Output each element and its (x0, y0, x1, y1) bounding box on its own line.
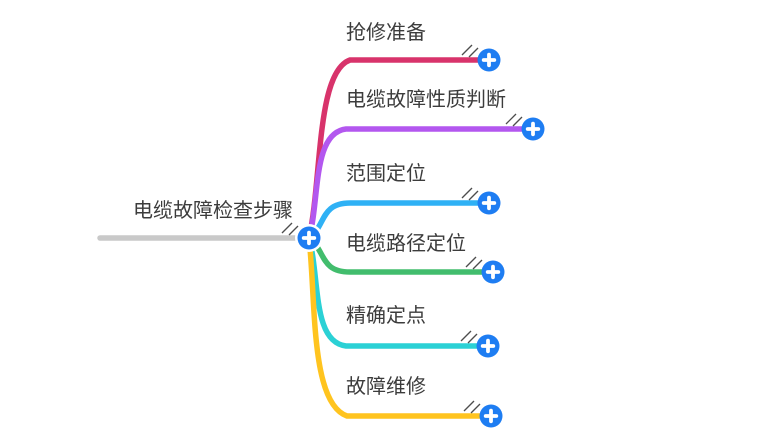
plus-icon (481, 52, 497, 68)
plus-icon (483, 408, 499, 424)
plus-icon (480, 338, 496, 354)
branch-topic-label-3[interactable]: 范围定位 (346, 163, 426, 185)
branch-3-add-button[interactable] (477, 191, 501, 215)
branch-6-add-button[interactable] (479, 404, 503, 428)
branch-4-slash-marks (465, 256, 483, 270)
root-slash-marks (281, 222, 299, 236)
branch-topic-label-1[interactable]: 抢修准备 (346, 22, 426, 44)
plus-icon (525, 121, 541, 137)
branch-2-add-button[interactable] (521, 117, 545, 141)
branch-5-add-button[interactable] (476, 334, 500, 358)
branch-topic-label-4[interactable]: 电缆路径定位 (346, 233, 466, 255)
plus-icon (481, 195, 497, 211)
root-topic-label[interactable]: 电缆故障检查步骤 (133, 200, 293, 222)
branch-1-slash-marks (461, 44, 479, 58)
branch-1-add-button[interactable] (477, 48, 501, 72)
branch-connector-6 (306, 235, 490, 419)
branch-topic-label-6[interactable]: 故障维修 (346, 376, 426, 398)
branch-3-slash-marks (461, 187, 479, 201)
plus-icon (301, 230, 317, 246)
root-add-button[interactable] (295, 224, 323, 252)
branch-connector-2 (306, 126, 532, 241)
branch-connector-1 (306, 57, 488, 241)
branch-2-slash-marks (505, 113, 523, 127)
branch-6-slash-marks (463, 400, 481, 414)
branch-topic-label-5[interactable]: 精确定点 (346, 305, 426, 327)
branch-5-slash-marks (460, 330, 478, 344)
plus-icon (485, 264, 501, 280)
branch-topic-label-2[interactable]: 电缆故障性质判断 (346, 89, 506, 111)
branch-4-add-button[interactable] (481, 260, 505, 284)
